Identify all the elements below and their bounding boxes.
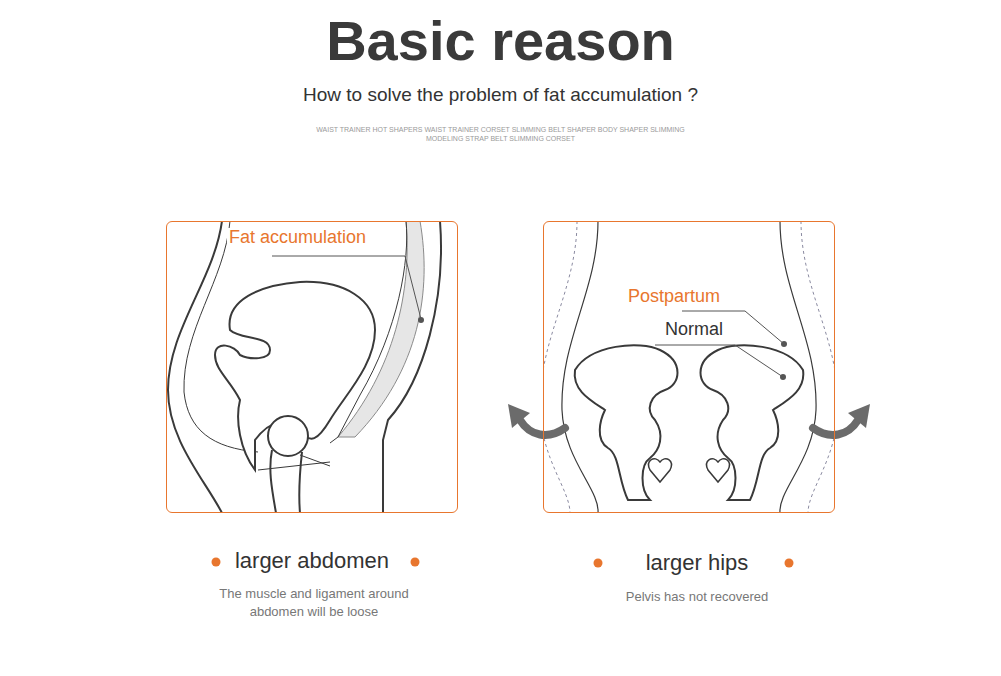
- side-pelvis-drawing: [168, 221, 441, 513]
- front-pelvis-drawing: [543, 221, 835, 513]
- caption-heading: larger hips: [617, 550, 777, 576]
- diagram-panel: Fat accumulation: [166, 221, 458, 513]
- diagram-panel: PostpartumNormal: [543, 221, 835, 513]
- caption-note: The muscle and ligament around abdomen w…: [204, 585, 424, 620]
- callout-label: Normal: [663, 320, 725, 340]
- callout-label: Fat accumulation: [227, 228, 368, 248]
- title: Basic reason: [0, 10, 1001, 72]
- keyword-note: WAIST TRAINER HOT SHAPERS WAIST TRAINER …: [315, 125, 686, 144]
- spread-arrows: [520, 420, 858, 435]
- caption-heading: larger abdomen: [176, 548, 448, 574]
- caption-note: Pelvis has not recovered: [577, 588, 817, 606]
- subtitle: How to solve the problem of fat accumula…: [100, 84, 901, 107]
- callout-label: Postpartum: [626, 287, 722, 307]
